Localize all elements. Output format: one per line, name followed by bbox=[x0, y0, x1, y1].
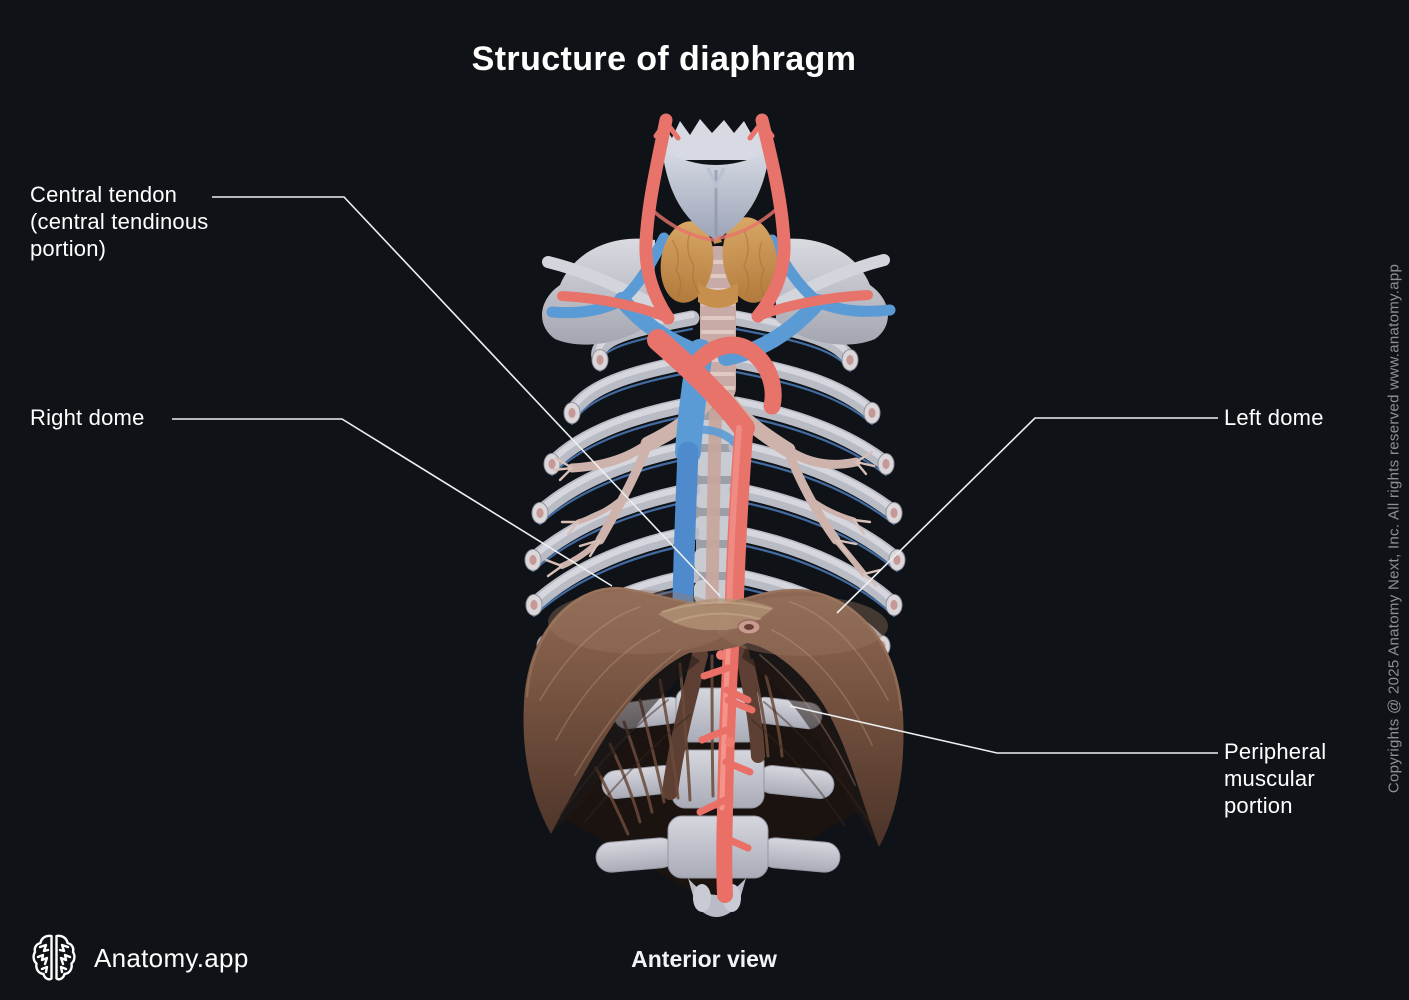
esophageal-hiatus bbox=[737, 619, 761, 635]
carotid-arteries bbox=[639, 113, 791, 325]
label-peripheral-muscular: Peripheral muscular portion bbox=[1224, 739, 1327, 818]
label-left-dome: Left dome bbox=[1224, 405, 1324, 430]
shoulder-girdle-bones bbox=[542, 238, 890, 345]
abdominal-aorta bbox=[696, 607, 756, 903]
anatomy-logo-brain-icon bbox=[32, 934, 76, 981]
lumbar-vertebral-column bbox=[595, 687, 841, 917]
leader-line-left-dome bbox=[836, 417, 1218, 614]
label-central-tendon: Central tendon (central tendinous portio… bbox=[30, 182, 209, 261]
diaphragm bbox=[523, 586, 904, 917]
leader-line-central-tendon bbox=[212, 196, 721, 597]
label-right-dome: Right dome bbox=[30, 405, 145, 430]
larynx bbox=[658, 119, 770, 240]
diaphragm-muscle bbox=[523, 587, 904, 847]
leader-line-right-dome bbox=[172, 418, 613, 587]
brand-footer: Anatomy.app bbox=[30, 930, 249, 986]
leader-line-peripheral-muscular bbox=[789, 705, 1218, 754]
page-title: Structure of diaphragm bbox=[471, 40, 857, 78]
brand-name: Anatomy.app bbox=[94, 942, 249, 973]
esophagus bbox=[705, 393, 723, 609]
leader-lines bbox=[172, 196, 1218, 754]
arteries bbox=[557, 290, 873, 622]
view-label: Anterior view bbox=[631, 946, 777, 972]
copyright-text: Copyrights @ 2025 Anatomy Next, Inc. All… bbox=[1385, 263, 1403, 794]
